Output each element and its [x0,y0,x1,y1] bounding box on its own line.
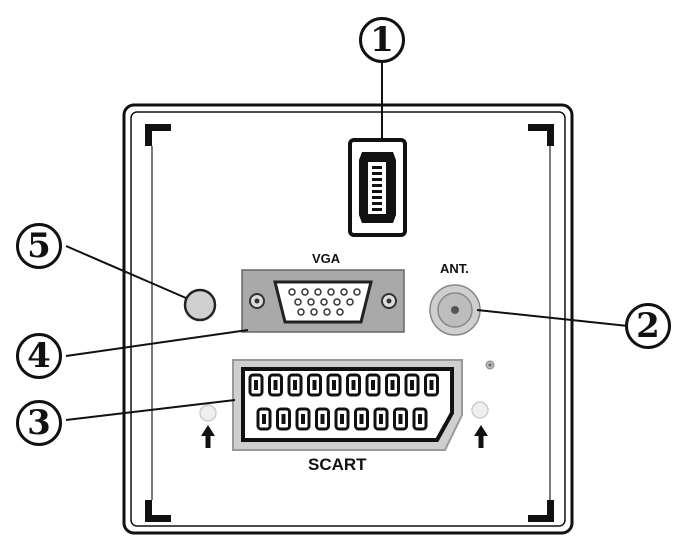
scart-label: SCART [308,455,367,474]
scart-pin-core [273,380,278,390]
scart-pin-core [359,414,364,424]
scart-pin-core [390,380,395,390]
scart-pin-core [429,380,434,390]
scart-port-icon [232,359,463,451]
scart-pin-core [301,414,305,424]
scart-pin-core [332,380,336,390]
scart-pin-core [312,380,317,390]
scart-pin-core [379,414,383,424]
scart-pin-core [418,414,422,424]
callout-vga: 4 [16,333,62,379]
hdmi-port-icon [348,138,407,237]
scart-pin-core [398,414,403,424]
vga-label: VGA [312,251,341,266]
vga-port-icon [241,269,405,333]
scart-pin-core [281,414,286,424]
scart-pin-core [351,380,356,390]
up-arrow-icon [201,425,488,448]
callout-antenna: 2 [625,303,671,349]
scart-pin-core [293,380,297,390]
callout-headphone: 5 [16,223,62,269]
antenna-label: ANT. [440,261,469,276]
scart-pin-core [371,380,375,390]
antenna-port-icon [429,284,481,336]
panel-guides [151,146,551,500]
indicator-dots [199,360,495,422]
scart-pin-core [254,380,258,390]
leader-lines [65,63,629,421]
scart-pin-core [262,414,266,424]
scart-pin-core [410,380,414,390]
headphone-jack-icon [183,288,217,322]
callout-scart: 3 [16,400,62,446]
corner-brackets [145,124,554,522]
scart-pin-core [340,414,344,424]
callout-hdmi: 1 [359,17,405,63]
scart-pin-core [320,414,325,424]
